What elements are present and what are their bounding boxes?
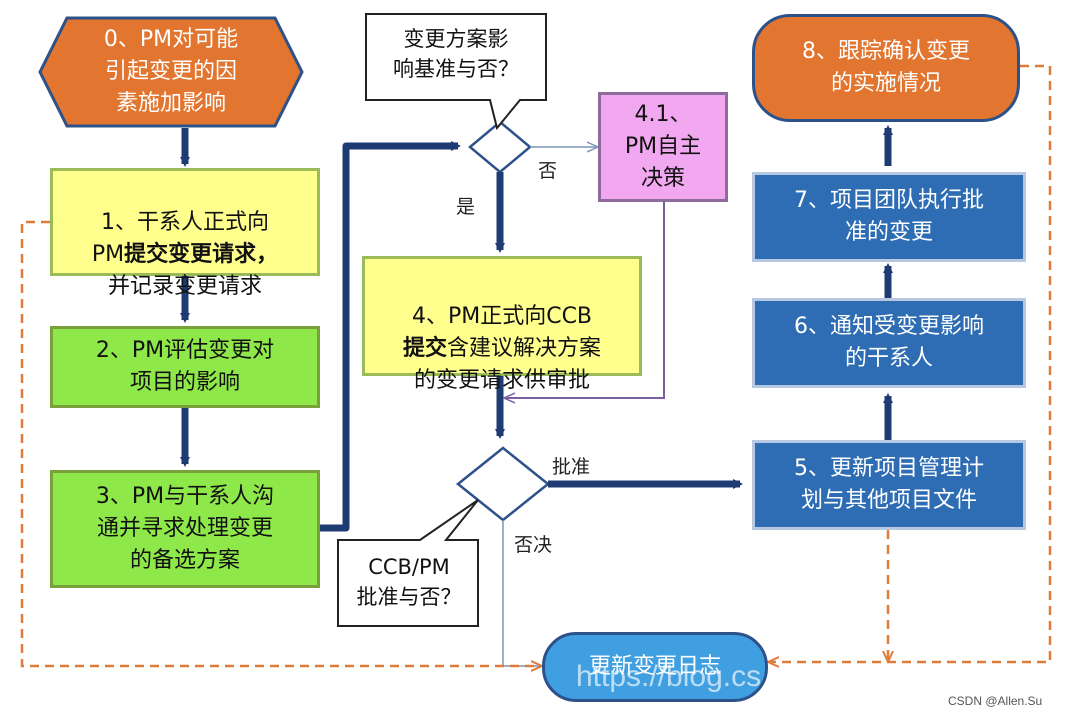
node-1-submit-request: 1、干系人正式向 PM提交变更请求， 并记录变更请求 [50, 168, 320, 299]
arrow-3-to-impact [318, 141, 461, 532]
edge-label-approved: 批准 [552, 456, 591, 478]
node-6-notify-stakeholders: 6、通知受变更影响 的干系人 [752, 298, 1026, 388]
node-4-text-bold: 提交 [402, 336, 447, 361]
node-7-execute-change: 7、项目团队执行批 准的变更 [752, 172, 1026, 262]
edge-label-rejected: 否决 [514, 534, 553, 556]
change-log-node: 更新变更日志 [542, 632, 768, 702]
arrow-41-to-approval [506, 202, 665, 398]
impact-decision-diamond [468, 120, 532, 174]
start-hexagon [38, 16, 304, 128]
url-watermark: https://blog.cs [576, 660, 762, 693]
node-5-update-plan: 5、更新项目管理计 划与其他项目文件 [752, 440, 1026, 530]
node-4-text-a: 4、PM正式向CCB [411, 304, 593, 329]
node-0-label: 0、PM对可能 引起变更的因 素施加影响 [103, 27, 239, 116]
node-1-text-a: 1、干系人正式向 PM [91, 210, 269, 267]
node-41-pm-decision: 4.1、 PM自主 决策 [598, 92, 728, 202]
node-2-assess-impact: 2、PM评估变更对 项目的影响 [50, 326, 320, 408]
impact-callout-text: 变更方案影 响基准与否？ [393, 27, 519, 81]
approve-callout-bubble [337, 499, 479, 627]
dashed-8-to-log [770, 64, 1052, 662]
node-4-submit-ccb: 4、PM正式向CCB 提交含建议解决方案 的变更请求供审批 [362, 256, 642, 393]
approve-callout-text: CCB/PM 批准与否？ [356, 555, 462, 609]
edge-label-yes: 是 [456, 196, 476, 218]
impact-callout-bubble [365, 13, 547, 131]
node-1-text-b: 并记录变更请求 [107, 274, 262, 299]
csdn-credit-watermark: CSDN @Allen.Su [948, 694, 1043, 708]
node-8-track-implementation: 8、跟踪确认变更 的实施情况 [752, 14, 1020, 122]
node-1-text-bold: 提交变更请求， [124, 242, 279, 267]
node-3-alternatives: 3、PM与干系人沟 通并寻求处理变更 的备选方案 [50, 470, 320, 588]
edge-label-no: 否 [538, 160, 558, 182]
node-4-text-b: 含建议解决方案 的变更请求供审批 [413, 336, 602, 393]
